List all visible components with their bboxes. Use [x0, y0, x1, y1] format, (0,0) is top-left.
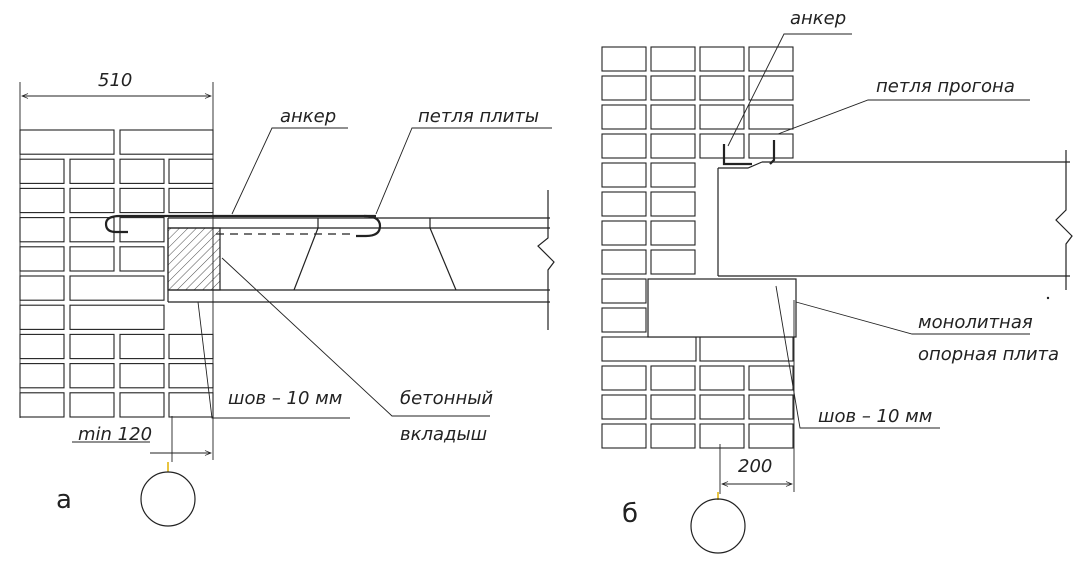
- brick: [168, 158, 214, 184]
- concrete-insert-label-2: вкладыш: [400, 424, 487, 445]
- brick: [69, 246, 115, 272]
- brick: [650, 249, 696, 275]
- brick: [69, 158, 115, 184]
- brick: [699, 365, 745, 391]
- purlin-loop-label: петля прогона: [876, 76, 1015, 97]
- brick: [19, 333, 65, 360]
- monolithic-plate-label-2: опорная плита: [918, 344, 1059, 365]
- monolithic-plate-label-1: монолитная: [918, 312, 1033, 333]
- brick: [650, 46, 696, 72]
- axis-marker-b: [690, 498, 746, 554]
- brick: [699, 46, 745, 72]
- anchor-label-a: анкер: [280, 106, 336, 127]
- concrete-insert: [167, 227, 221, 291]
- brick: [748, 365, 794, 391]
- brick: [748, 104, 794, 130]
- brick: [601, 162, 647, 188]
- brick: [601, 191, 647, 217]
- brick: [601, 104, 647, 130]
- brick: [601, 133, 647, 159]
- brick: [69, 275, 165, 301]
- brick: [601, 46, 647, 72]
- brick: [168, 392, 214, 418]
- brick: [699, 104, 745, 130]
- anchor-b: [722, 140, 776, 166]
- brick: [19, 304, 65, 330]
- brick: [119, 333, 165, 360]
- anchor-label-b: анкер: [790, 8, 846, 29]
- brick: [699, 336, 794, 362]
- monolithic-plate: [647, 278, 797, 338]
- brick: [168, 333, 214, 360]
- brick: [19, 217, 65, 243]
- brick: [699, 75, 745, 101]
- brick: [19, 187, 65, 214]
- brick: [19, 363, 65, 389]
- brick: [601, 423, 647, 449]
- brick: [748, 75, 794, 101]
- seam-label-a: шов – 10 мм: [228, 388, 342, 409]
- brick: [119, 246, 165, 272]
- brick: [19, 246, 65, 272]
- figure-b: 200 б анкер петля прогона монолитная опо…: [601, 8, 1073, 554]
- brick: [650, 104, 696, 130]
- brick: [650, 220, 696, 246]
- figure-a: 510 min 120 а анкер петля плиты шов – 10…: [19, 70, 555, 527]
- brick: [119, 363, 165, 389]
- brick: [650, 133, 696, 159]
- brick: [650, 75, 696, 101]
- brick: [650, 162, 696, 188]
- brick: [748, 133, 794, 159]
- brick: [699, 133, 745, 159]
- brick: [650, 423, 696, 449]
- brick: [119, 217, 165, 243]
- brick: [601, 278, 647, 304]
- anchor-a: [104, 214, 382, 238]
- dim-510: 510: [98, 70, 132, 91]
- brick: [69, 333, 115, 360]
- brick: [650, 191, 696, 217]
- brick: [19, 275, 65, 301]
- dim-min-120: min 120: [78, 424, 152, 445]
- figure-b-label: б: [622, 499, 638, 529]
- brick: [69, 304, 165, 330]
- figure-a-label: а: [56, 485, 72, 515]
- brick: [119, 129, 214, 155]
- brick: [601, 75, 647, 101]
- brick: [19, 392, 65, 418]
- concrete-insert-label-1: бетонный: [400, 388, 493, 409]
- axis-marker-a: [140, 471, 196, 527]
- hollow-slab-a: [167, 190, 555, 330]
- brick: [601, 336, 697, 362]
- brick: [119, 158, 165, 184]
- brick: [601, 307, 647, 333]
- slab-loop-label: петля плиты: [418, 106, 539, 127]
- brick: [119, 392, 165, 418]
- brick: [748, 394, 794, 420]
- brick: [601, 365, 647, 391]
- brick: [19, 129, 115, 155]
- brick: [601, 220, 647, 246]
- brick-wall-b: [601, 46, 794, 449]
- dim-200: 200: [738, 456, 772, 477]
- brick: [699, 394, 745, 420]
- brick: [650, 394, 696, 420]
- seam-label-b: шов – 10 мм: [818, 406, 932, 427]
- brick: [601, 249, 647, 275]
- brick: [69, 187, 115, 214]
- brick: [650, 365, 696, 391]
- brick: [168, 363, 214, 389]
- brick: [168, 187, 214, 214]
- brick: [69, 392, 115, 418]
- brick: [69, 363, 115, 389]
- brick: [119, 187, 165, 214]
- brick: [748, 423, 794, 449]
- brick: [19, 158, 65, 184]
- brick: [601, 394, 647, 420]
- purlin-b: [717, 150, 1073, 290]
- brick: [699, 423, 745, 449]
